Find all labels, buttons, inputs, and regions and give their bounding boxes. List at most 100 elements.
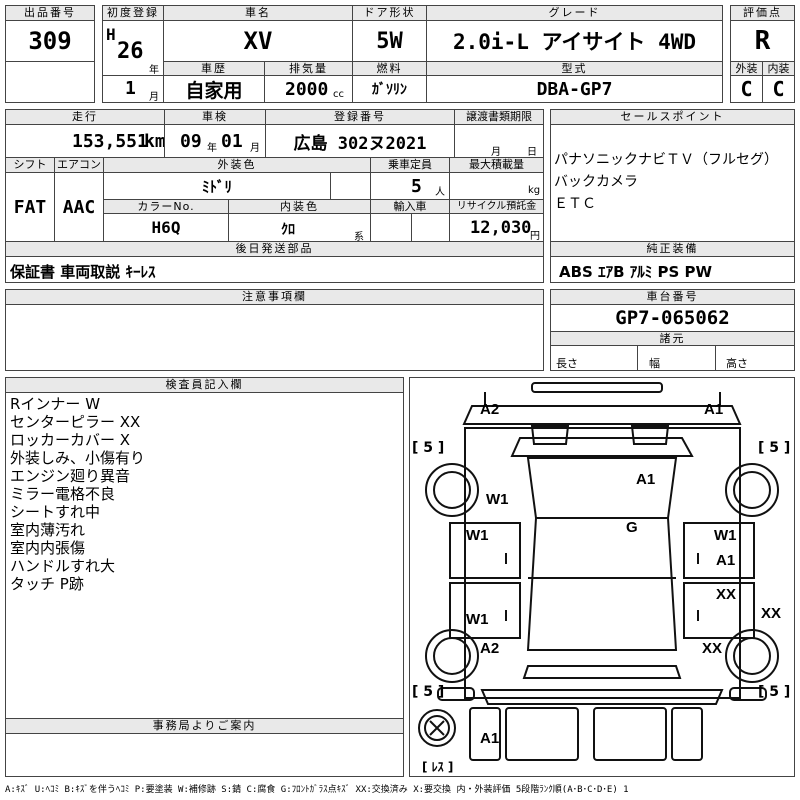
sales-point-item: ＥＴＣ [554, 196, 596, 212]
displacement-unit: cc [333, 89, 344, 100]
office-label: 事務局よりご案内 [5, 718, 404, 734]
import-cell-b [411, 213, 450, 242]
shift-label: シフト [5, 157, 55, 173]
interior-label: 内装 [762, 61, 795, 76]
int-color-unit: 系 [354, 232, 364, 242]
reg-no-value: 広島 302ヌ2021 [265, 124, 455, 158]
interior-score: C [762, 75, 795, 103]
exterior-label: 外装 [730, 61, 763, 76]
damage-mark: W1 [466, 527, 489, 544]
model-label: 車名 [163, 5, 353, 21]
model-value: XV [163, 20, 353, 62]
int-color-cell: ｸﾛ 系 [228, 213, 371, 242]
tire-front-right: [ 5 ] [758, 440, 791, 456]
recycle-unit: 円 [530, 231, 540, 242]
damage-mark: G [626, 519, 638, 536]
color-no-value: H6Q [103, 213, 229, 242]
inspector-note: ハンドルすれ大 [10, 557, 116, 575]
inspector-notes-list: Rインナー W センターピラー XX ロッカーカバー X 外装しみ、小傷有り エ… [10, 395, 145, 593]
notice-box [5, 304, 544, 371]
lot-number-label: 出品番号 [5, 5, 95, 21]
import-cell-a [370, 213, 412, 242]
fuel-label: 燃料 [352, 61, 427, 76]
inspector-note: エンジン廻り異音 [10, 467, 131, 485]
tire-front-left: [ 5 ] [412, 440, 445, 456]
spec-label: 諸元 [550, 331, 795, 346]
transfer-month-unit: 月 [491, 147, 501, 158]
sales-point-label: セールスポイント [550, 109, 795, 125]
displacement-value: 2000 [285, 79, 329, 100]
history-label: 車歴 [163, 61, 265, 76]
capacity-unit: 人 [435, 187, 445, 198]
lot-number-value: 309 [5, 20, 95, 62]
damage-mark: A1 [704, 401, 724, 418]
shift-value: FAT [5, 172, 55, 242]
fuel-value: ｶﾞｿﾘﾝ [352, 75, 427, 103]
sales-point-item: バックカメラ [554, 174, 638, 190]
chassis-value: GP7-065062 [550, 304, 795, 332]
grade-label: グレード [426, 5, 723, 21]
damage-mark: A2 [480, 640, 500, 657]
parts-label: 後日発送部品 [5, 241, 544, 257]
max-load-unit: kg [528, 185, 541, 196]
ext-color-value: ﾐﾄﾞﾘ [103, 172, 331, 200]
inspector-note: 室内内張傷 [10, 539, 86, 557]
office-box [5, 733, 404, 777]
spec-divider [715, 346, 716, 370]
inspector-note: 室内薄汚れ [10, 521, 86, 539]
displacement-label: 排気量 [264, 61, 353, 76]
score-label: 評価点 [730, 5, 795, 21]
grade-value: 2.0i-L アイサイト 4WD [426, 20, 723, 62]
parts-cell: 保証書 車両取説 ｷｰﾚｽ [5, 256, 544, 283]
int-color-value: ｸﾛ [281, 222, 295, 238]
year-value: 26 [117, 39, 144, 64]
lot-blank [5, 61, 95, 103]
damage-mark: A1 [636, 471, 656, 488]
parts-value: 保証書 車両取説 ｷｰﾚｽ [10, 263, 156, 281]
damage-mark: A1 [716, 552, 736, 569]
exterior-score: C [730, 75, 763, 103]
ext-color-extra [330, 172, 371, 200]
sales-point-list: パナソニックナビＴＶ（フルセグ） バックカメラ ＥＴＣ [554, 149, 778, 215]
ext-color-label: 外装色 [103, 157, 371, 173]
inspector-note: ロッカーカバー X [10, 431, 131, 449]
first-reg-month-cell: 1 月 [102, 75, 164, 103]
type-value: DBA-GP7 [426, 75, 723, 103]
car-diagram: A2 A1 A1 W1 G W1 W1 A1 XX XX W1 A2 XX A1… [409, 377, 795, 777]
door-value: 5W [352, 20, 427, 62]
inspection-cell: 09 年 01 月 [164, 124, 266, 158]
equip-value: ABS ｴｱB ｱﾙﾐ PS PW [559, 263, 713, 281]
import-label: 輸入車 [370, 199, 450, 214]
year-unit: 年 [149, 65, 159, 76]
notice-label: 注意事項欄 [5, 289, 544, 305]
car-outline [418, 382, 779, 761]
capacity-label: 乗車定員 [370, 157, 450, 173]
mileage-cell: 153,551 km [5, 124, 165, 158]
damage-mark: XX [702, 640, 723, 657]
damage-legend: A:ｷｽﾞ U:ﾍｺﾐ B:ｷｽﾞを伴うﾍｺﾐ P:要塗装 W:補修跡 S:錆 … [5, 785, 629, 795]
damage-mark: A2 [480, 401, 500, 418]
max-load-label: 最大積載量 [449, 157, 544, 173]
height-label: 高さ [726, 357, 748, 370]
inspector-note: ミラー電格不良 [10, 485, 116, 503]
chassis-label: 車台番号 [550, 289, 795, 305]
damage-mark: XX [761, 605, 782, 622]
inspector-note: シートすれ中 [10, 503, 101, 521]
equip-label: 純正装備 [550, 241, 795, 257]
inspector-note: Rインナー W [10, 395, 101, 413]
recycle-label: リサイクル預託金 [449, 199, 544, 214]
ac-value: AAC [54, 172, 104, 242]
damage-mark: XX [716, 586, 737, 603]
spec-divider [637, 346, 638, 370]
inspection-label: 車検 [164, 109, 266, 125]
inspection-year-unit: 年 [207, 143, 217, 154]
tire-rear-right: [ 5 ] [758, 684, 791, 700]
transfer-day-unit: 日 [527, 147, 537, 158]
transfer-label: 譲渡書類期限 [454, 109, 544, 125]
month-unit: 月 [149, 92, 159, 103]
damage-mark: W1 [714, 527, 737, 544]
inspector-label: 検査員記入欄 [5, 377, 404, 393]
door-label: ドア形状 [352, 5, 427, 21]
transfer-cell: 月 日 [454, 124, 544, 158]
color-no-label: カラーNo. [103, 199, 229, 214]
